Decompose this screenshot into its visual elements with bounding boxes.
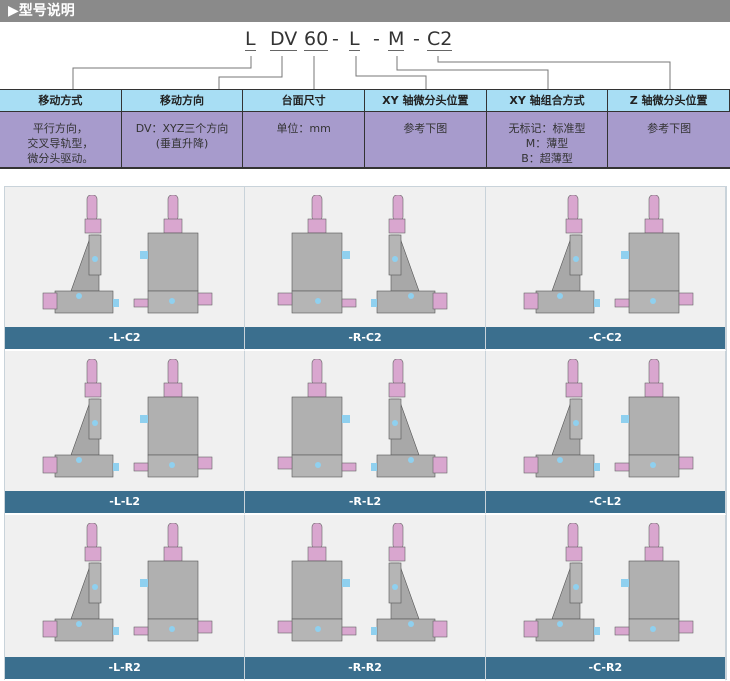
code-part: L	[349, 28, 360, 51]
code-part: C2	[427, 28, 453, 51]
table-header: 移动方式	[0, 89, 122, 112]
code-part: M	[388, 28, 405, 51]
side-view	[277, 195, 448, 314]
stage-illustration	[42, 195, 213, 314]
variant-cell: -R-C2	[245, 187, 486, 351]
model-code: L DV 60 - L - M - C2	[0, 28, 730, 58]
stage-illustration	[42, 359, 213, 478]
table-header: 移动方向	[121, 89, 244, 112]
stage-illustration	[277, 195, 448, 314]
variant-label: -C-L2	[485, 491, 725, 513]
cell-line: (垂直升降)	[155, 137, 209, 150]
variant-label: -C-C2	[485, 327, 725, 349]
cell-line: 参考下图	[403, 122, 448, 135]
table-cell: 无标记：标准型 M：薄型 B：超薄型	[486, 112, 609, 169]
table-cell: 平行方向， 交叉导轨型， 微分头驱动。	[0, 112, 122, 169]
stage-illustration	[42, 523, 213, 642]
variant-cell: -L-C2	[5, 187, 246, 351]
cell-line: 平行方向，	[32, 122, 88, 135]
side-view	[277, 523, 448, 642]
table-header: XY 轴微分头位置	[364, 89, 487, 112]
table-cell: DV：XYZ三个方向 (垂直升降)	[121, 112, 244, 169]
code-part: -	[373, 28, 380, 50]
code-part: DV	[270, 28, 298, 51]
cell-line: M：薄型	[525, 137, 569, 150]
table-cell: 参考下图	[364, 112, 487, 169]
side-view	[523, 359, 694, 478]
variant-label: -L-R2	[5, 657, 245, 679]
stage-illustration	[523, 523, 694, 642]
table-header: XY 轴组合方式	[486, 89, 609, 112]
variant-label: -L-C2	[5, 327, 245, 349]
variant-label: -R-L2	[245, 491, 485, 513]
stage-illustration	[523, 359, 694, 478]
cell-line: 交叉导轨型，	[27, 137, 94, 150]
variant-label: -L-L2	[5, 491, 245, 513]
variant-label: -R-C2	[245, 327, 485, 349]
section-title: ▶型号说明	[0, 0, 730, 22]
code-part: 60	[304, 28, 329, 51]
variant-cell: -L-R2	[5, 515, 246, 681]
variant-cell: -C-R2	[485, 515, 726, 681]
spec-table: 移动方式 移动方向 台面尺寸 XY 轴微分头位置 XY 轴组合方式 Z 轴微分头…	[0, 89, 730, 169]
side-view	[42, 195, 213, 314]
variant-cell: -C-C2	[485, 187, 726, 351]
code-part: L	[245, 28, 256, 51]
table-cell: 参考下图	[608, 112, 730, 169]
table-header: Z 轴微分头位置	[608, 89, 730, 112]
variant-label: -R-R2	[245, 657, 485, 679]
variant-cell: -R-L2	[245, 351, 486, 515]
cell-line: 无标记：标准型	[508, 122, 586, 135]
variant-grid: -L-C2-R-C2-C-C2 -L-L2-R-L2-C-L2 -L-R2-R-R2…	[4, 186, 727, 681]
side-view	[523, 195, 694, 314]
variant-cell: -L-L2	[5, 351, 246, 515]
variant-cell: -R-R2	[245, 515, 486, 681]
cell-line: 微分头驱动。	[27, 152, 94, 165]
side-view	[277, 359, 448, 478]
variant-cell: -C-L2	[485, 351, 726, 515]
side-view	[42, 359, 213, 478]
cell-line: B：超薄型	[521, 152, 573, 165]
stage-illustration	[277, 359, 448, 478]
side-view	[42, 523, 213, 642]
code-part: -	[332, 28, 339, 50]
side-view	[523, 523, 694, 642]
cell-line: DV：XYZ三个方向	[135, 122, 229, 135]
table-header: 台面尺寸	[243, 89, 365, 112]
cell-line: 单位：mm	[276, 122, 331, 135]
code-part: -	[413, 28, 420, 50]
table-cell: 单位：mm	[243, 112, 365, 169]
stage-illustration	[523, 195, 694, 314]
variant-label: -C-R2	[485, 657, 725, 679]
stage-illustration	[277, 523, 448, 642]
cell-line: 参考下图	[647, 122, 692, 135]
connector-lines	[72, 56, 671, 89]
